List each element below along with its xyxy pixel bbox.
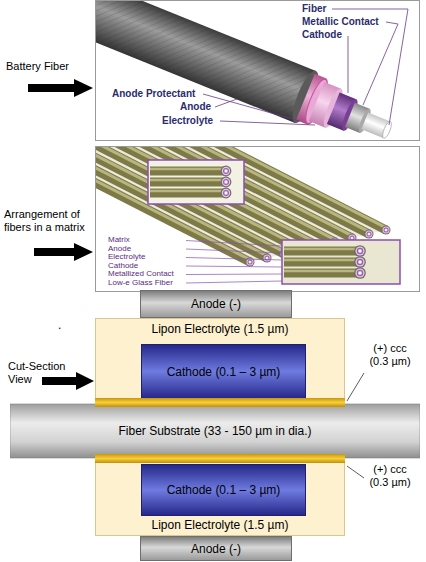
fiber-matrix-drawing-part-part	[263, 254, 272, 263]
battery-fiber-drawing-part-part	[96, 1, 316, 123]
part-label: Anode Protectant	[112, 88, 195, 100]
fiber-matrix-drawing-part	[148, 160, 244, 204]
part-label: Electrolyte	[162, 115, 213, 127]
cathode-layer: Cathode (0.1 – 3 µm)	[141, 344, 306, 399]
fiber-matrix-drawing-part	[354, 267, 366, 279]
leader-lines	[203, 9, 408, 125]
leader-lines-part	[347, 373, 364, 401]
panel-caption: Arrangement of fibers in a matrix	[4, 208, 94, 234]
layer-label: Lipon Electrolyte (1.5 µm)	[152, 322, 289, 336]
stray-mark: .	[58, 318, 61, 332]
leader-lines	[186, 241, 282, 284]
dimension-label: (+) ccc (0.3 µm)	[364, 463, 416, 489]
layer-label: Anode (-)	[191, 297, 241, 311]
fiber-matrix-drawing-part	[284, 248, 360, 251]
layer-label: Fiber Substrate (33 - 150 µm in dia.)	[119, 424, 312, 438]
fiber-matrix-drawing-part	[150, 168, 226, 171]
fiber-substrate: Fiber Substrate (33 - 150 µm in dia.)	[10, 398, 420, 463]
fiber-matrix-drawing-part	[284, 259, 360, 262]
fiber-matrix-drawing-part	[282, 240, 400, 284]
leader-lines-part	[186, 274, 282, 276]
battery-fiber-drawing-part	[96, 1, 400, 140]
fiber-matrix-drawing-part	[354, 256, 366, 268]
fiber-matrix-drawing-part	[150, 178, 226, 187]
part-label: Metallic Contact	[302, 16, 379, 28]
cathode-layer: Cathode (0.1 – 3 µm)	[141, 464, 306, 516]
anode-layer: Anode (-)	[140, 290, 292, 318]
part-label: Electrolyte	[108, 253, 145, 261]
fiber-matrix-drawing-part	[284, 258, 360, 267]
current-collector	[95, 454, 345, 463]
pointer-arrows-part	[34, 243, 93, 261]
leader-lines-part	[203, 94, 300, 121]
pointer-arrows-part	[42, 372, 94, 390]
part-label: Cathode	[108, 262, 138, 270]
part-label: Low-e Glass Fiber	[108, 279, 173, 287]
part-label: Metallized Contact	[108, 270, 174, 278]
fiber-matrix-drawing	[96, 147, 400, 284]
part-label: Matrix	[108, 236, 130, 244]
leader-lines-part	[186, 241, 282, 247]
panel-caption: Battery Fiber	[6, 60, 69, 73]
pointer-arrows-part	[28, 79, 93, 97]
dimension-label: (+) ccc (0.3 µm)	[364, 342, 416, 368]
fiber-matrix-drawing-part-part	[365, 230, 374, 239]
part-label: Cathode	[302, 29, 342, 41]
fiber-matrix-drawing-part	[96, 147, 391, 267]
fiber-matrix-drawing-part	[150, 167, 226, 176]
current-collector	[95, 398, 345, 407]
battery-fiber-drawing-part-part	[381, 120, 393, 139]
fiber-matrix-drawing-part	[150, 190, 226, 193]
pointer-arrows	[28, 79, 94, 390]
leader-lines-part	[347, 466, 364, 478]
leader-lines-part	[220, 121, 315, 125]
leader-lines-part	[215, 99, 237, 107]
fiber-matrix-drawing-part	[150, 189, 226, 198]
part-label: Fiber	[302, 3, 326, 15]
fiber-body	[10, 404, 420, 458]
fiber-matrix-drawing-part	[284, 269, 360, 278]
fiber-matrix-drawing-part-part	[96, 151, 268, 256]
fiber-matrix-drawing-part-part	[96, 155, 251, 260]
part-label: Anode	[108, 245, 131, 253]
leader-lines-part	[186, 281, 282, 283]
leader-lines-part	[363, 22, 398, 105]
fiber-matrix-drawing-part-part	[382, 226, 391, 235]
leader-lines-part	[186, 258, 282, 261]
anode-layer: Anode (-)	[140, 536, 292, 561]
layer-label: Lipon Electrolyte (1.5 µm)	[152, 518, 289, 532]
fiber-matrix-drawing-part	[354, 245, 366, 257]
fiber-matrix-drawing-part	[221, 188, 232, 199]
layer-label: Anode (-)	[191, 542, 241, 556]
leader-lines-part	[186, 266, 282, 267]
fiber-matrix-drawing-part	[221, 177, 232, 188]
fiber-matrix-drawing-part	[221, 166, 232, 177]
fiber-matrix-drawing-part	[284, 270, 360, 273]
fiber-matrix-drawing-part	[150, 179, 226, 182]
battery-fiber-drawing-part-part	[96, 1, 316, 123]
panel-caption: Cut-Section View	[8, 360, 74, 386]
layer-label: Cathode (0.1 – 3 µm)	[167, 365, 281, 379]
layer-label: Cathode (0.1 – 3 µm)	[167, 483, 281, 497]
battery-fiber-drawing	[96, 1, 400, 140]
leader-lines-part	[348, 36, 349, 93]
fiber-matrix-drawing-part	[284, 247, 360, 256]
leader-lines-part	[186, 249, 282, 253]
part-label: Anode	[180, 101, 211, 113]
